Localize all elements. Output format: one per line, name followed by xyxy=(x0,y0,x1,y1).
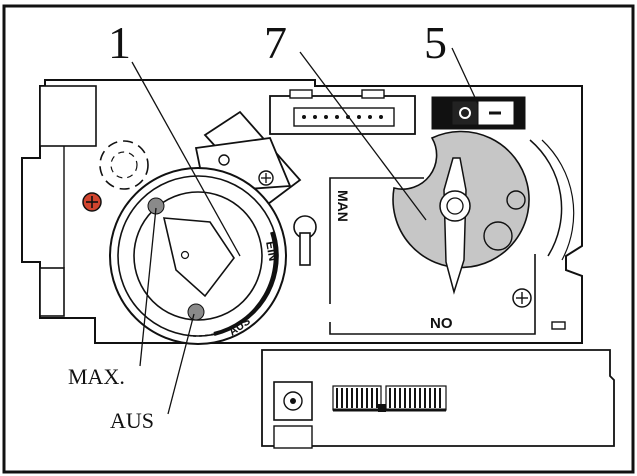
keyhole xyxy=(293,215,317,266)
man-label: MAN xyxy=(335,190,351,222)
callout-7: 7 xyxy=(264,17,287,68)
terminal-block-right xyxy=(385,385,447,412)
max-label: MAX. xyxy=(68,364,125,389)
terminal-block-left xyxy=(332,385,382,412)
aus-label: AUS xyxy=(110,408,154,433)
manual-area-frame xyxy=(329,177,536,335)
small-indicator xyxy=(551,321,566,330)
temperature-knob[interactable] xyxy=(109,167,287,345)
top-connector xyxy=(269,89,416,135)
dial-label-ein: EIN xyxy=(263,240,280,262)
red-screw-icon xyxy=(82,192,102,212)
leader-lines xyxy=(131,47,479,415)
main-switch[interactable] xyxy=(431,96,526,130)
no-label: NO xyxy=(430,315,453,332)
left-mount-bottom xyxy=(39,267,65,317)
indicator-window xyxy=(99,140,149,190)
callout-5: 5 xyxy=(424,17,447,68)
aus-marker xyxy=(187,303,205,321)
left-mount-top xyxy=(39,85,97,147)
callout-1: 1 xyxy=(108,17,131,68)
circuit-board xyxy=(261,349,615,449)
gas-valve-knob[interactable] xyxy=(392,130,575,295)
right-screw-icon xyxy=(512,288,532,308)
